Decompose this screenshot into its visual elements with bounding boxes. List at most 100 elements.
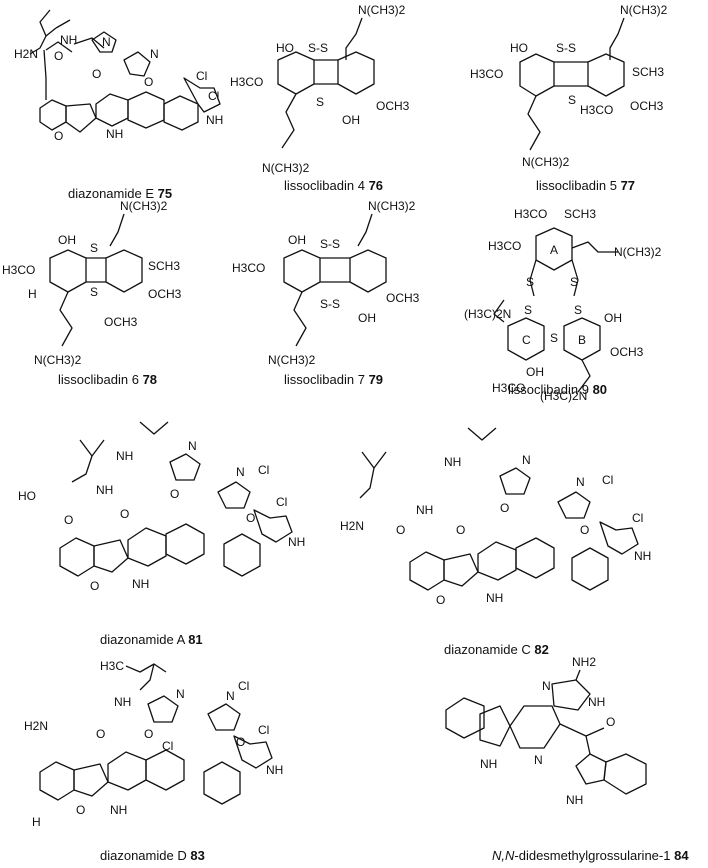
label-nh: NH bbox=[266, 763, 283, 777]
label-s: S bbox=[90, 241, 98, 255]
label-cl: Cl bbox=[258, 463, 269, 477]
compound-name: lissoclibadin 5 bbox=[536, 178, 617, 193]
label-nh: NH bbox=[106, 127, 123, 141]
label-o: O bbox=[580, 523, 589, 537]
label-nh: NH bbox=[116, 449, 133, 463]
label-nme2: N(CH3)2 bbox=[614, 245, 662, 259]
label-o: O bbox=[144, 75, 153, 89]
label-nh: NH bbox=[288, 535, 305, 549]
label-oh: OH bbox=[342, 113, 360, 127]
compound-number: 82 bbox=[534, 642, 549, 657]
ring-label-b: B bbox=[578, 333, 586, 347]
compound-name: diazonamide A bbox=[100, 632, 185, 647]
structure-lissoclibadin-9: H3CO SCH3 H3CO A N(CH3)2 S S S S C B S O… bbox=[464, 207, 662, 403]
label-o: O bbox=[54, 49, 63, 63]
label-ss: S-S bbox=[320, 297, 340, 311]
compound-name: diazonamide D bbox=[100, 848, 187, 863]
label-n: N bbox=[522, 453, 531, 467]
label-o: O bbox=[92, 67, 101, 81]
label-s: S bbox=[568, 93, 576, 107]
compound-name: lissoclibadin 9 bbox=[508, 382, 589, 397]
label-cl: Cl bbox=[276, 495, 287, 509]
label-oh: OH bbox=[526, 365, 544, 379]
label-cl: Cl bbox=[162, 739, 173, 753]
label-h3co: H3CO bbox=[230, 75, 263, 89]
label-n: N bbox=[236, 465, 245, 479]
label-n: N bbox=[534, 753, 543, 767]
label-och3: OCH3 bbox=[148, 287, 182, 301]
label-o: O bbox=[436, 593, 445, 607]
label-nh: NH bbox=[206, 113, 223, 127]
label-h3co: H3CO bbox=[232, 261, 265, 275]
label-o: O bbox=[396, 523, 405, 537]
label-h2n: H2N bbox=[340, 519, 364, 533]
label-o: O bbox=[456, 523, 465, 537]
caption-78: lissoclibadin 6 78 bbox=[58, 372, 157, 387]
label-nh: NH bbox=[110, 803, 127, 817]
label-cl: Cl bbox=[196, 69, 207, 83]
label-h3co: H3CO bbox=[492, 381, 525, 395]
compound-name-prefix: N,N bbox=[492, 848, 515, 863]
label-o: O bbox=[144, 727, 153, 741]
label-cl: Cl bbox=[258, 723, 269, 737]
label-o: O bbox=[246, 511, 255, 525]
label-oh: OH bbox=[288, 233, 306, 247]
label-n: N bbox=[176, 687, 185, 701]
structure-diazonamide-c: H2N O NH NH O N O N Cl O O NH Cl NH bbox=[340, 427, 651, 607]
structure-lissoclibadin-4: N(CH3)2 HO S-S H3CO S OH OCH3 N(CH3)2 bbox=[230, 3, 410, 175]
caption-79: lissoclibadin 7 79 bbox=[284, 372, 383, 387]
label-nme2: N(CH3)2 bbox=[120, 199, 168, 213]
structure-diazonamide-a: HO O NH NH O N O N Cl O O NH Cl NH bbox=[18, 421, 305, 593]
label-n: N bbox=[576, 475, 585, 489]
label-h3co: H3CO bbox=[514, 207, 547, 221]
label-cl: Cl bbox=[208, 89, 219, 103]
structure-lissoclibadin-7: N(CH3)2 OH S-S S-S H3CO OCH3 OH N(CH3)2 bbox=[232, 199, 420, 367]
label-o: O bbox=[54, 129, 63, 143]
label-o: O bbox=[236, 735, 245, 749]
compound-number: 78 bbox=[142, 372, 158, 387]
label-s: S bbox=[316, 95, 324, 109]
label-h3co: H3CO bbox=[470, 67, 503, 81]
label-nme2-left: (H3C)2N bbox=[464, 307, 511, 321]
label-oh: OH bbox=[58, 233, 76, 247]
label-nh: NH bbox=[634, 549, 651, 563]
label-h2n: H2N bbox=[14, 47, 38, 61]
compound-name: lissoclibadin 6 bbox=[58, 372, 139, 387]
compound-number: 77 bbox=[620, 178, 636, 193]
structure-grossularine: NH2 N NH NH N O NH bbox=[445, 655, 647, 807]
structure-diazonamide-e: H2N O NH N O N O Cl O NH Cl NH bbox=[14, 9, 223, 143]
label-nh: NH bbox=[566, 793, 583, 807]
label-h: H bbox=[32, 815, 41, 829]
compound-number: 80 bbox=[592, 382, 608, 397]
label-ss: S-S bbox=[320, 237, 340, 251]
label-o: O bbox=[170, 487, 179, 501]
caption-80: lissoclibadin 9 80 bbox=[508, 382, 607, 397]
label-och3: OCH3 bbox=[610, 345, 644, 359]
label-nme2: N(CH3)2 bbox=[358, 3, 406, 17]
ring-label-c: C bbox=[522, 333, 531, 347]
label-nme2-left: (H3C)2N bbox=[540, 389, 587, 403]
label-s: S bbox=[524, 303, 532, 317]
label-h3co: H3CO bbox=[488, 239, 521, 253]
label-n: N bbox=[188, 439, 197, 453]
label-sch3: SCH3 bbox=[564, 207, 596, 221]
label-h3co: H3CO bbox=[2, 263, 35, 277]
compound-number: 76 bbox=[368, 178, 384, 193]
label-n: N bbox=[102, 35, 111, 49]
label-cl: Cl bbox=[632, 511, 643, 525]
label-cl: Cl bbox=[602, 473, 613, 487]
label-h: H bbox=[28, 287, 37, 301]
label-nh: NH bbox=[486, 591, 503, 605]
label-nme2: N(CH3)2 bbox=[268, 353, 316, 367]
caption-75: diazonamide E 75 bbox=[68, 186, 172, 201]
label-sch3: SCH3 bbox=[148, 259, 180, 273]
compound-number: 81 bbox=[188, 632, 203, 647]
label-o: O bbox=[64, 513, 73, 527]
compound-number: 84 bbox=[674, 848, 689, 863]
label-n: N bbox=[226, 689, 235, 703]
compound-name: lissoclibadin 7 bbox=[284, 372, 365, 387]
label-ho: HO bbox=[18, 489, 36, 503]
caption-82: diazonamide C 82 bbox=[444, 642, 549, 657]
compound-name: -didesmethylgrossularine-1 bbox=[514, 848, 671, 863]
label-s: S bbox=[574, 303, 582, 317]
